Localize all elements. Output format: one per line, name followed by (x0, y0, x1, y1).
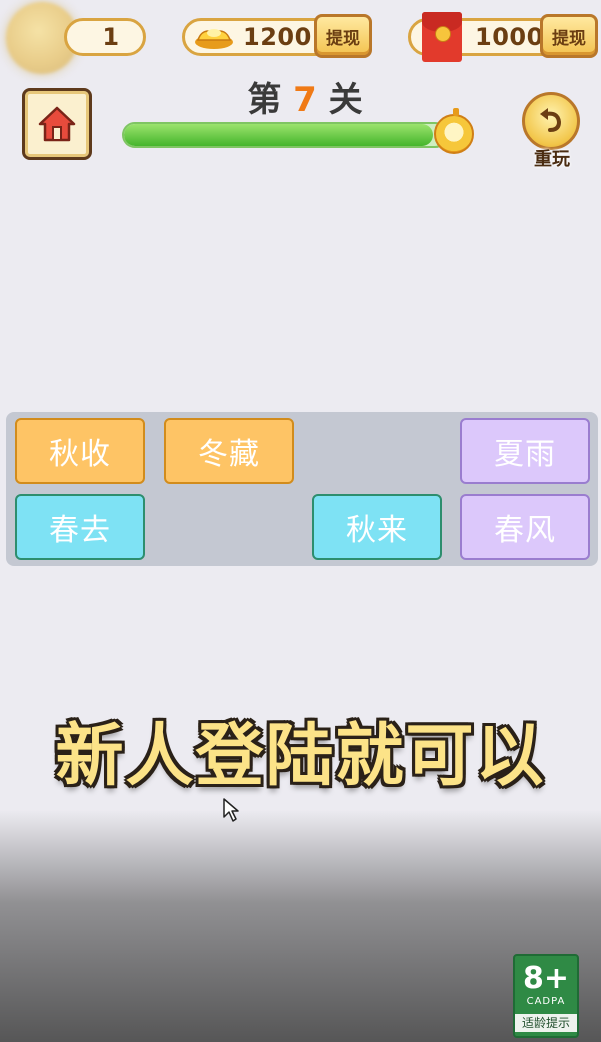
undo-arrow-icon (540, 108, 562, 132)
video-caption: 新人登陆就可以 (55, 717, 546, 796)
red-envelope-icon (422, 12, 462, 62)
level-progress-bar (122, 122, 448, 148)
level-count-pill: 1 (64, 18, 146, 56)
age-rating-org: CADPA (526, 996, 566, 1007)
redpacket-withdraw-button[interactable]: 提现 (540, 14, 598, 58)
word-tile[interactable]: 春风 (460, 494, 590, 560)
word-tile[interactable]: 春去 (15, 494, 145, 560)
home-icon (38, 106, 76, 142)
word-tile[interactable]: 秋来 (312, 494, 442, 560)
mouse-cursor-icon (223, 798, 239, 822)
stopwatch-icon (434, 108, 474, 154)
level-count-value: 1 (102, 23, 120, 51)
word-tile[interactable]: 夏雨 (460, 418, 590, 484)
gold-ingot-icon (195, 29, 233, 49)
level-number: 7 (293, 80, 317, 120)
gold-withdraw-button[interactable]: 提现 (314, 14, 372, 58)
age-rating-value: 8+ (522, 961, 569, 996)
home-button[interactable] (22, 88, 92, 160)
redpacket-amount: 1000 (475, 23, 544, 51)
level-progress-fill (124, 124, 434, 146)
replay-button[interactable] (522, 92, 580, 150)
bottom-shade (0, 810, 601, 1042)
age-rating-note: 适龄提示 (515, 1014, 577, 1032)
level-suffix: 关 (328, 80, 363, 120)
replay-label: 重玩 (534, 149, 570, 170)
gold-amount: 1200 (243, 23, 312, 51)
level-prefix: 第 (247, 80, 282, 120)
word-tile[interactable]: 秋收 (15, 418, 145, 484)
age-rating-badge: 8+ CADPA 适龄提示 (513, 954, 579, 1038)
level-title: 第 7 关 (200, 72, 410, 121)
word-tile[interactable]: 冬藏 (164, 418, 294, 484)
